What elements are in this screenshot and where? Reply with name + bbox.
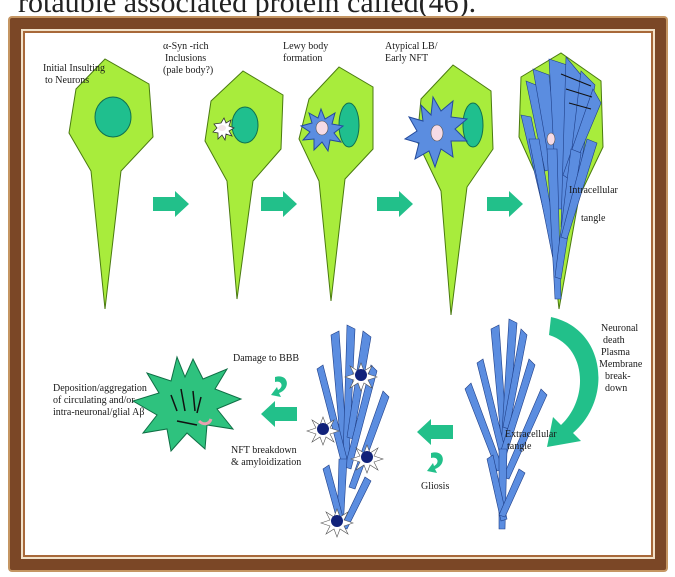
label-atypical-line2: Early NFT xyxy=(385,53,428,64)
arrow-1 xyxy=(153,191,189,217)
neuron-lewy-body xyxy=(299,67,373,301)
gliosis-curl-icon xyxy=(427,452,443,473)
curved-arrow-death xyxy=(547,317,598,447)
label-deposition-line3: intra-neuronal/glial Aβ xyxy=(53,407,144,418)
label-death-line6: down xyxy=(605,383,627,394)
arrow-3 xyxy=(377,191,413,217)
label-death-line4: Membrane xyxy=(599,359,643,370)
label-gliosis: Gliosis xyxy=(421,481,449,492)
nucleus-lewy xyxy=(339,103,359,147)
page-header-text: rotauble associated protein called(46). xyxy=(18,0,476,20)
label-initial-line2: to Neurons xyxy=(45,75,89,86)
label-intracellular-line1: Intracellular xyxy=(569,185,619,196)
nucleus-inclusions xyxy=(232,107,258,143)
arrow-2 xyxy=(261,191,297,217)
label-extracellular-line1: Extracellular xyxy=(505,429,557,440)
extracellular-tangle xyxy=(465,319,547,529)
label-extracellular-line2: tangle xyxy=(507,441,532,452)
label-inclusions-line3: (pale body?) xyxy=(163,65,213,76)
label-lewy-line2: formation xyxy=(283,53,322,64)
label-death-line5: break- xyxy=(605,371,631,382)
label-deposition-line2: of circulating and/or xyxy=(53,395,135,406)
pathology-diagram: Initial Insulting to Neurons α-Syn -rich… xyxy=(21,29,655,559)
label-death-line1: Neuronal xyxy=(601,323,638,334)
label-initial-line1: Initial Insulting xyxy=(43,63,105,74)
amyloid-plaque xyxy=(133,357,241,451)
arrow-left-1 xyxy=(417,419,453,445)
neuron-intracellular-tangle xyxy=(519,53,603,309)
label-death-line2: death xyxy=(603,335,625,346)
neuron-initial xyxy=(69,59,153,309)
label-intracellular-line2: tangle xyxy=(581,213,606,224)
arrow-left-2 xyxy=(261,401,297,427)
nucleus-initial xyxy=(95,97,131,137)
label-nft-line2: & amyloidization xyxy=(231,457,301,468)
label-damage-bbb: Damage to BBB xyxy=(233,353,299,364)
label-nft-line1: NFT breakdown xyxy=(231,445,297,456)
label-deposition-line1: Deposition/aggregation xyxy=(53,383,147,394)
label-inclusions-line1: α-Syn -rich xyxy=(163,41,209,52)
neuron-atypical-lb xyxy=(405,65,493,315)
arrow-4 xyxy=(487,191,523,217)
tangle-strands-icon xyxy=(521,57,601,299)
label-inclusions-line2: Inclusions xyxy=(165,53,206,64)
bbb-curl-icon xyxy=(271,376,287,397)
label-atypical-line1: Atypical LB/ xyxy=(385,41,438,52)
label-lewy-line1: Lewy body xyxy=(283,41,328,52)
neuron-inclusions xyxy=(205,71,283,299)
label-death-line3: Plasma xyxy=(601,347,630,358)
figure-frame: Initial Insulting to Neurons α-Syn -rich… xyxy=(10,18,666,570)
